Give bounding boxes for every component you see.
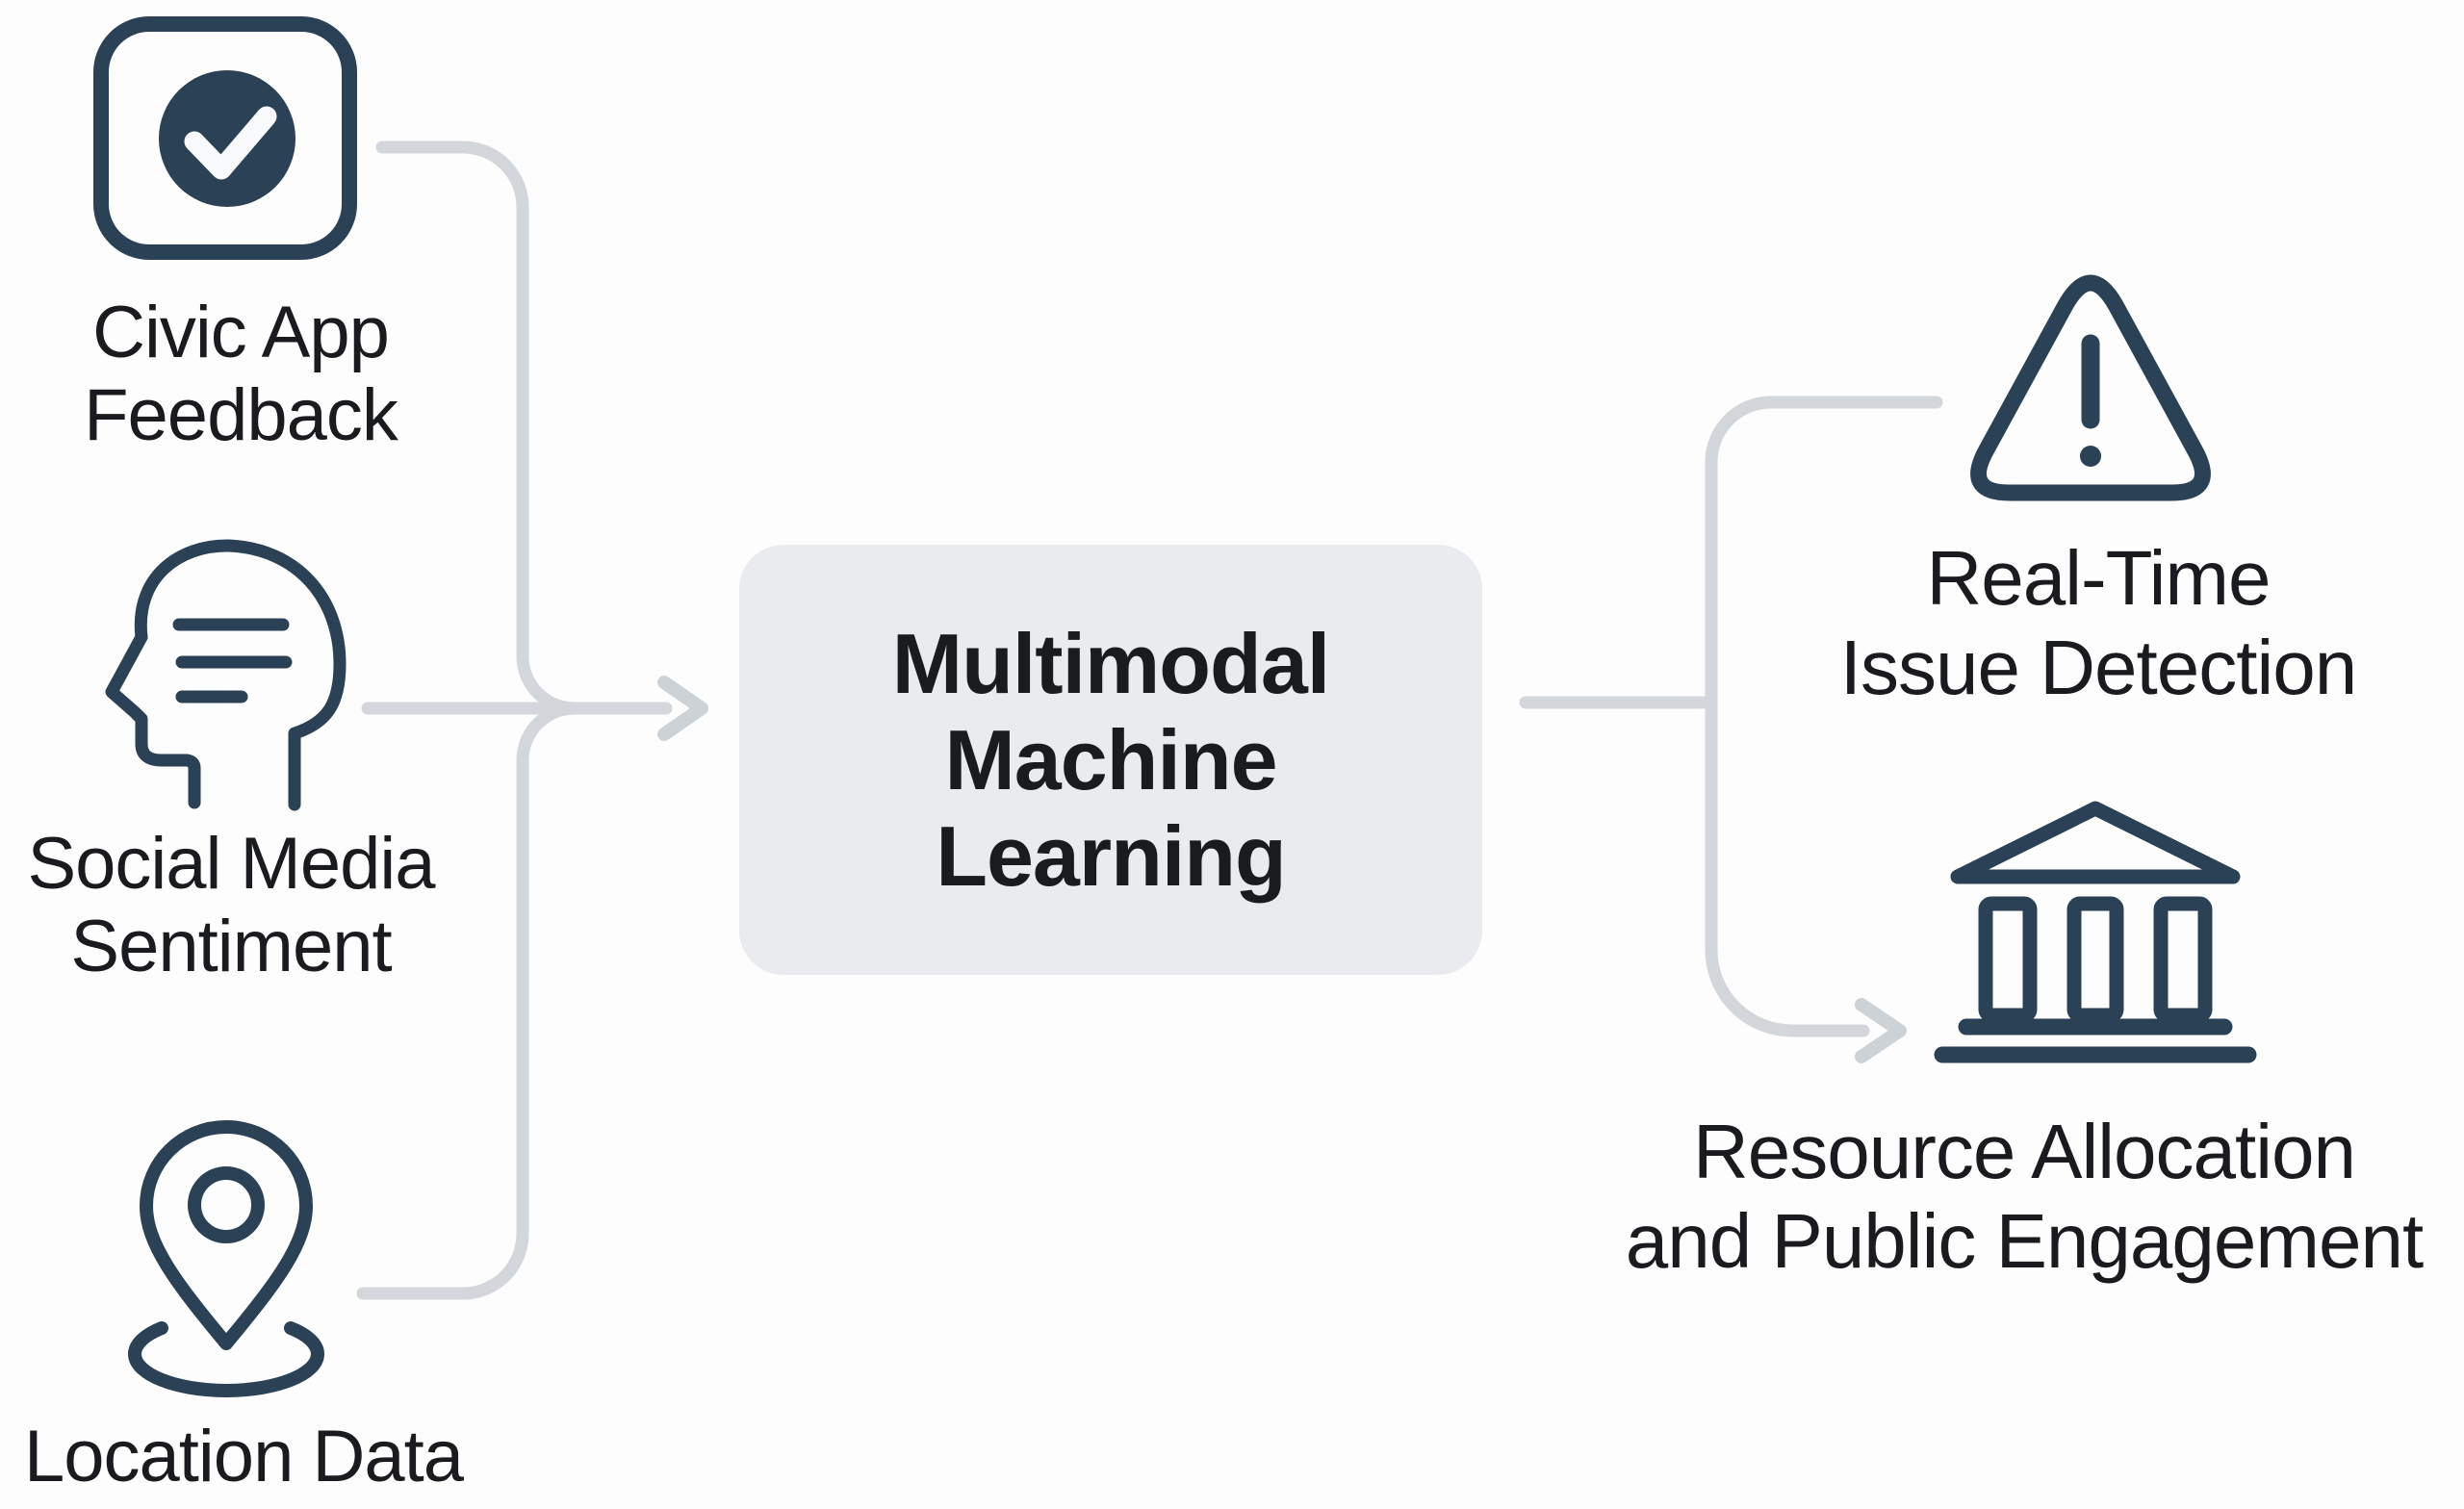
map-pin-icon	[128, 1120, 324, 1397]
bank-pediment	[1950, 801, 2241, 884]
connector-branch-top	[1705, 396, 1943, 709]
arrowhead-into-process-icon	[657, 676, 708, 741]
input-label-location-data: Location Data	[20, 1416, 467, 1498]
label-line: and Public Engagement	[1625, 1198, 2425, 1284]
bank-column-1	[1978, 896, 2038, 1023]
arrowhead-into-bank-icon	[1855, 998, 1907, 1063]
label-line: Civic App	[92, 292, 390, 373]
pin-hole	[188, 1166, 265, 1243]
head-sentiment-icon	[105, 539, 346, 811]
label-line: Location Data	[24, 1416, 464, 1497]
label-line: Resource Allocation	[1692, 1109, 2356, 1194]
exclamation-dot	[2080, 446, 2101, 467]
check-circle	[159, 70, 295, 207]
bank-column-2	[2066, 896, 2124, 1023]
check-square-icon	[93, 16, 357, 260]
label-line: Issue Detection	[1839, 625, 2357, 710]
head-outline	[134, 539, 346, 811]
process-node-multimodal-machine-learning: Multimodal Machine Learning	[739, 545, 1482, 975]
connector-branch-bottom	[1705, 696, 1870, 1037]
pin-base-ellipse	[128, 1321, 324, 1397]
process-title-line: Machine	[944, 711, 1277, 807]
label-line: Real-Time	[1926, 535, 2272, 621]
head-face-profile	[105, 630, 201, 809]
bank-column-3	[2153, 896, 2213, 1023]
process-title-line: Multimodal	[891, 615, 1330, 711]
label-line: Social Media	[27, 823, 435, 905]
input-label-civic-app-feedback: Civic App Feedback	[27, 292, 454, 457]
input-label-social-media-sentiment: Social Media Sentiment	[17, 823, 445, 988]
bank-building-icon	[1934, 801, 2257, 1063]
pin-outline	[140, 1120, 313, 1350]
process-title-line: Learning	[936, 807, 1287, 904]
check-mark	[184, 106, 277, 180]
input-connectors	[356, 141, 708, 1300]
warning-triangle-icon	[1970, 274, 2211, 501]
label-line: Sentiment	[70, 906, 392, 987]
label-line: Feedback	[84, 374, 398, 456]
output-label-real-time-issue-detection: Real-Time Issue Detection	[1802, 533, 2395, 712]
output-connectors	[1519, 396, 1943, 1063]
check-square-frame	[93, 16, 357, 260]
output-label-resource-allocation-engagement: Resource Allocation and Public Engagemen…	[1586, 1107, 2462, 1286]
connector-bottom-input	[356, 702, 603, 1300]
triangle-outline	[1970, 274, 2211, 501]
